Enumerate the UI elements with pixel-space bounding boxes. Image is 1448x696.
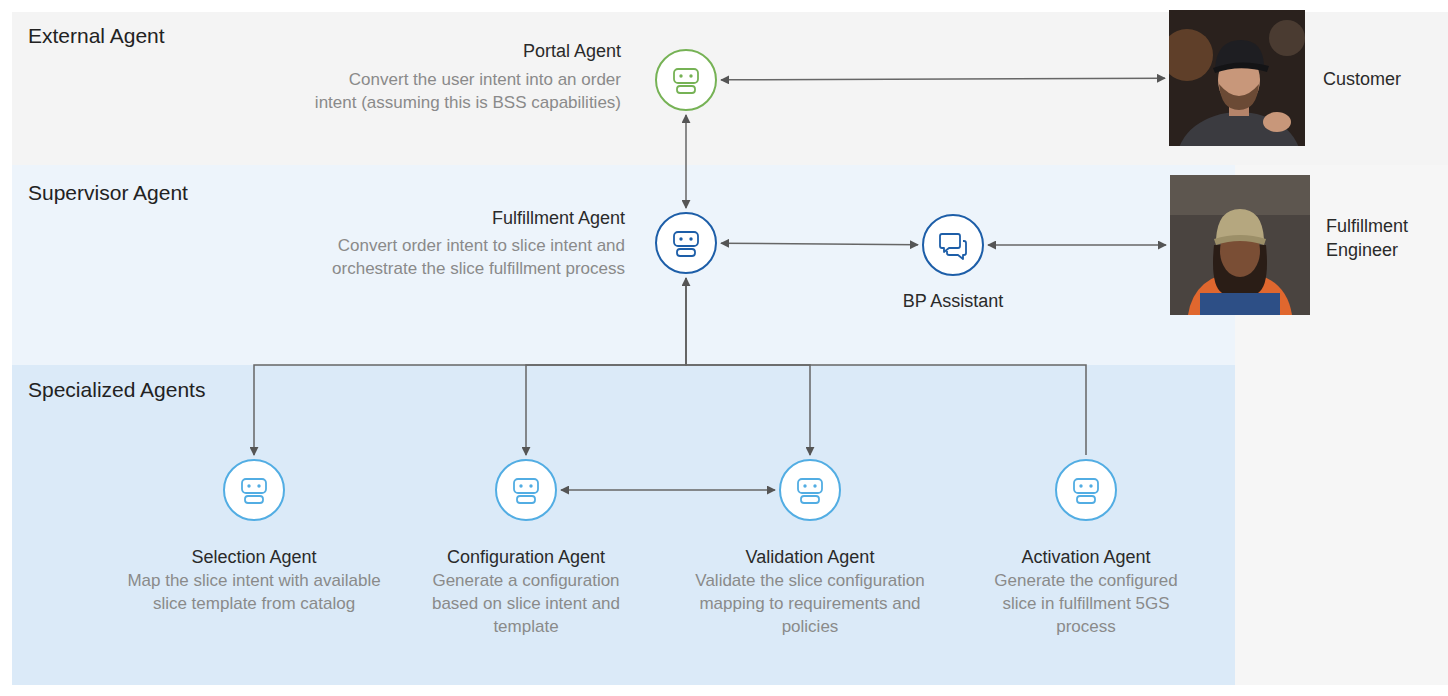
photo-light: [1269, 20, 1305, 56]
band-heading: External Agent: [28, 23, 328, 49]
agent-description: Convert the user intent into an order in…: [309, 68, 621, 114]
agent-name: Portal Agent: [281, 40, 621, 63]
swimlane-band: Supervisor AgentFulfillment AgentConvert…: [12, 165, 1235, 365]
photo-background: [1170, 175, 1310, 315]
photo-light: [1169, 29, 1213, 81]
robot-body: [517, 496, 535, 503]
robot-eye: [1089, 484, 1092, 487]
cap-brim: [1213, 62, 1269, 73]
robot-head: [674, 69, 698, 83]
robot-icon: [497, 461, 555, 519]
engineer-portrait: [1170, 175, 1310, 315]
robot-icon: [657, 214, 715, 272]
robot-eye: [247, 484, 250, 487]
robot-head: [514, 479, 538, 493]
robot-icon: [657, 51, 715, 109]
customer-portrait: [1169, 10, 1305, 146]
robot-body: [245, 496, 263, 503]
agent-node: Portal AgentConvert the user intent into…: [655, 49, 717, 111]
robot-head: [798, 479, 822, 493]
agent-node: Fulfillment AgentConvert order intent to…: [655, 212, 717, 274]
agent-node: Validation AgentValidate the slice confi…: [779, 459, 841, 521]
agent-node: Activation AgentGenerate the configured …: [1055, 459, 1117, 521]
robot-body: [1077, 496, 1095, 503]
person-beard: [1219, 84, 1259, 110]
chat-bubble: [947, 241, 966, 259]
robot-icon: [781, 461, 839, 519]
robot-head: [242, 479, 266, 493]
chat-bubble: [940, 234, 960, 252]
person-cap: [1216, 209, 1264, 239]
robot-eye: [519, 484, 522, 487]
agent-name: Validation Agent: [660, 546, 960, 569]
person-name: Fulfillment Engineer: [1326, 214, 1421, 262]
robot-body: [677, 249, 695, 256]
robot-body: [801, 496, 819, 503]
agent-description: Generate a configuration based on slice …: [419, 569, 634, 638]
robot-eye: [529, 484, 532, 487]
robot-eye: [813, 484, 816, 487]
robot-eye: [689, 237, 692, 240]
person-laptop: [1200, 293, 1280, 315]
assistant-name: BP Assistant: [853, 290, 1053, 313]
person-hand: [1263, 112, 1291, 132]
person-jacket: [1177, 112, 1301, 146]
agent-description: Convert order intent to slice intent and…: [315, 234, 625, 280]
band-heading: Supervisor Agent: [28, 180, 328, 206]
robot-eye: [803, 484, 806, 487]
swimlane-band: Specialized AgentsSelection AgentMap the…: [12, 365, 1235, 685]
agent-node: Selection AgentMap the slice intent with…: [223, 459, 285, 521]
cap-brim: [1214, 235, 1266, 245]
assistant-node: BP Assistant: [922, 214, 984, 276]
robot-body: [677, 86, 695, 93]
chat-icon: [924, 216, 982, 274]
robot-eye: [1079, 484, 1082, 487]
robot-eye: [257, 484, 260, 487]
agent-name: Activation Agent: [936, 546, 1236, 569]
robot-eye: [679, 74, 682, 77]
agent-description: Validate the slice configuration mapping…: [683, 569, 938, 638]
agent-description: Map the slice intent with available slic…: [119, 569, 389, 615]
agent-name: Selection Agent: [104, 546, 404, 569]
robot-icon: [1057, 461, 1115, 519]
swimlane-band: External AgentPortal AgentConvert the us…: [12, 12, 1448, 165]
robot-icon: [225, 461, 283, 519]
person-name: Customer: [1323, 67, 1443, 91]
robot-eye: [679, 237, 682, 240]
robot-head: [674, 232, 698, 246]
person-node: Fulfillment Engineer: [1170, 175, 1310, 315]
agent-name: Fulfillment Agent: [285, 207, 625, 230]
robot-head: [1074, 479, 1098, 493]
band-heading: Specialized Agents: [28, 377, 328, 403]
agent-description: Generate the configured slice in fulfill…: [986, 569, 1186, 638]
person-node: Customer: [1169, 10, 1305, 146]
agent-node: Configuration AgentGenerate a configurat…: [495, 459, 557, 521]
robot-eye: [689, 74, 692, 77]
agent-name: Configuration Agent: [376, 546, 676, 569]
